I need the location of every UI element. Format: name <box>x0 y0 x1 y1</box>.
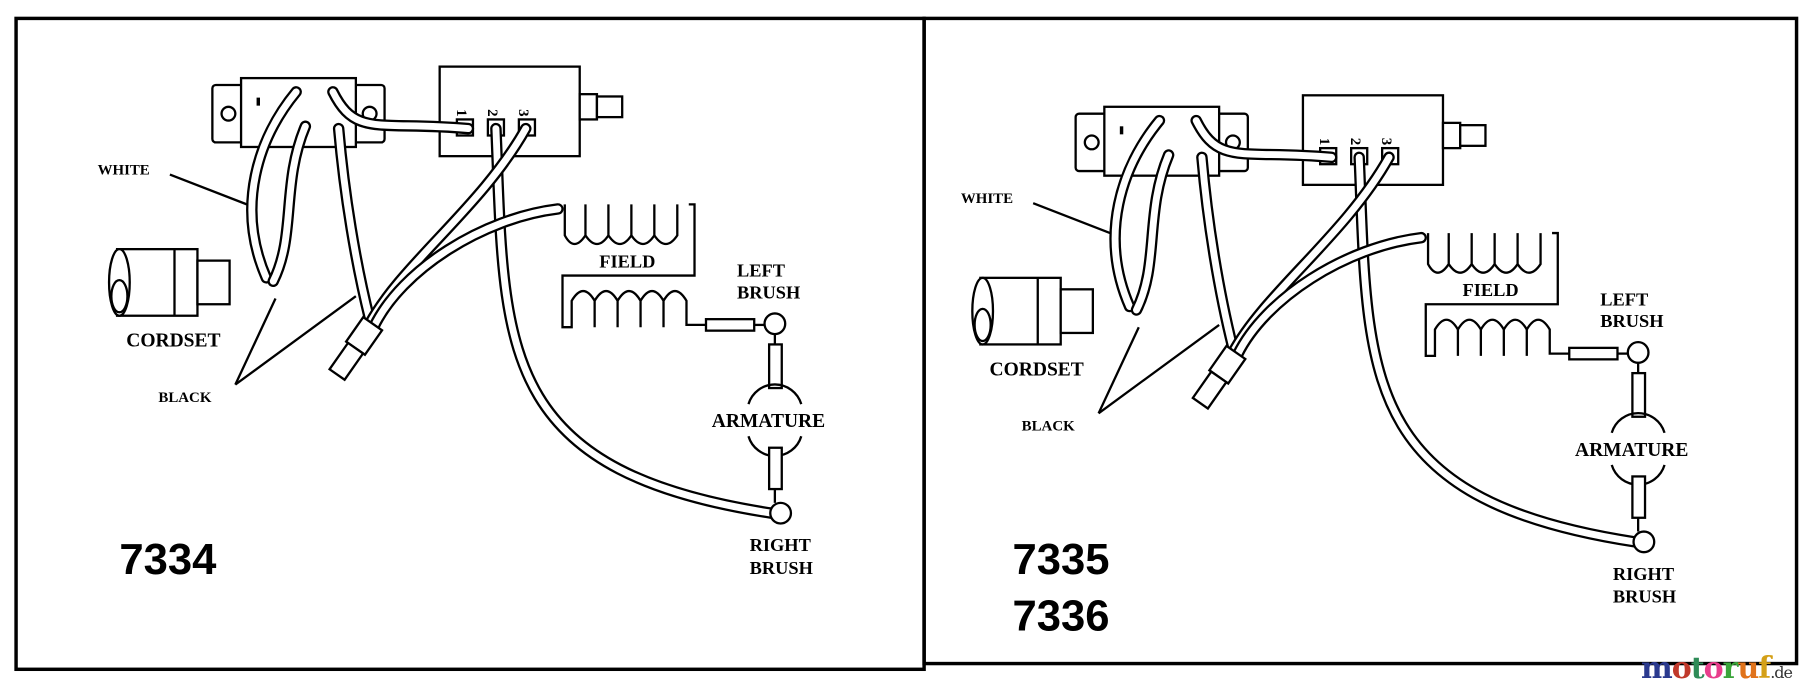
panel-7334: 1 2 3 WHITE CORDSET BLACK FIELD LEFT BRU… <box>98 67 825 584</box>
wiring-drawing <box>972 95 1664 552</box>
terminal-3: 3 <box>1378 138 1394 145</box>
model-number: 7334 <box>119 536 217 584</box>
model-number-1: 7335 <box>1013 536 1110 584</box>
panel-7335-7336: 1 2 3 WHITE CORDSET BLACK FIELD LEFT BRU… <box>961 95 1688 640</box>
label-left-brush-line2: BRUSH <box>737 283 800 303</box>
label-black: BLACK <box>158 390 211 406</box>
label-field: FIELD <box>1463 280 1519 300</box>
label-black: BLACK <box>1022 419 1075 435</box>
label-left-brush-line1: LEFT <box>1600 289 1648 309</box>
panel-7335-frame <box>922 16 1799 666</box>
terminal-2: 2 <box>484 109 500 116</box>
terminal-3: 3 <box>515 109 531 116</box>
watermark-letter: f <box>1758 651 1771 686</box>
watermark-name: motoruf <box>1641 651 1771 686</box>
wiring-drawing <box>109 67 801 524</box>
terminal-1: 1 <box>1316 138 1332 145</box>
watermark-suffix: .de <box>1770 663 1793 682</box>
label-armature: ARMATURE <box>1575 440 1688 461</box>
label-white: WHITE <box>961 191 1013 207</box>
label-cordset: CORDSET <box>990 359 1084 380</box>
terminal-2: 2 <box>1347 138 1363 145</box>
watermark-letter: u <box>1737 651 1759 686</box>
watermark-letter: o <box>1671 651 1692 686</box>
label-left-brush-line2: BRUSH <box>1600 311 1663 331</box>
watermark-letter: r <box>1722 651 1739 686</box>
label-right-brush-line1: RIGHT <box>750 535 811 555</box>
label-white: WHITE <box>98 163 150 179</box>
watermark-letter: m <box>1641 651 1673 686</box>
watermark-logo: motoruf.de <box>1641 651 1793 686</box>
label-right-brush-line1: RIGHT <box>1613 564 1674 584</box>
label-cordset: CORDSET <box>126 331 220 352</box>
label-field: FIELD <box>599 252 655 272</box>
label-right-brush-line2: BRUSH <box>1613 587 1676 607</box>
label-armature: ARMATURE <box>712 411 825 432</box>
label-right-brush-line2: BRUSH <box>750 558 813 578</box>
watermark-letter: t <box>1690 651 1705 686</box>
label-left-brush-line1: LEFT <box>737 261 785 281</box>
model-number-2: 7336 <box>1013 592 1110 640</box>
terminal-1: 1 <box>453 109 469 116</box>
watermark-letter: o <box>1703 651 1724 686</box>
